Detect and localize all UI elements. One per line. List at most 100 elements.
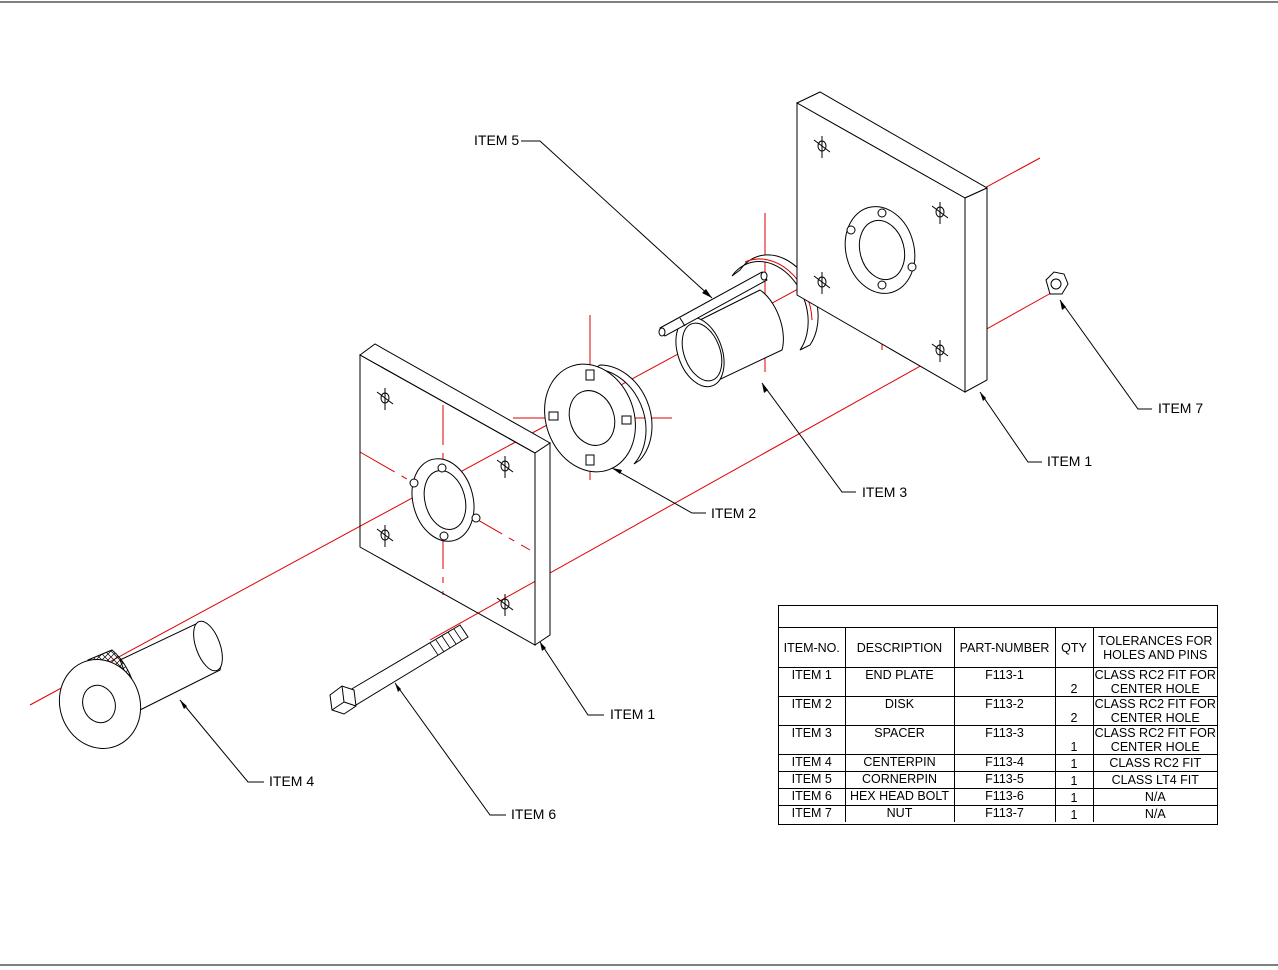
front-plate-hub-hole-4 [439, 531, 449, 541]
spacer-part [675, 254, 819, 388]
callout-item7: ITEM 7 [1158, 400, 1203, 416]
bom-title-row [779, 606, 1217, 628]
bom-header-item-no: ITEM-NO. [779, 628, 846, 668]
back-end-plate [795, 91, 989, 393]
bolt-thread [429, 628, 463, 656]
front-end-plate [359, 343, 551, 646]
disk-bore [568, 390, 616, 446]
callout-item6: ITEM 6 [511, 806, 556, 822]
bom-cell-description: HEX HEAD BOLT [844, 788, 955, 806]
callout-item1-bottom: ITEM 1 [610, 706, 655, 722]
bom-cell-part-number: F113-6 [953, 788, 1056, 806]
bom-cell-tolerance: CLASS RC2 FIT FOR CENTER HOLE [1092, 667, 1217, 697]
bom-cell-qty: 1 [1054, 771, 1094, 789]
bom-cell-description: DISK [844, 696, 955, 726]
bom-cell-part-number: F113-4 [953, 754, 1056, 772]
leader-item4 [179, 699, 264, 783]
bom-cell-qty: 2 [1054, 696, 1094, 726]
leader-item1-bottom [539, 641, 604, 716]
callout-item4: ITEM 4 [269, 773, 314, 789]
back-plate-hub-hole-1 [877, 208, 887, 218]
bom-grid: ITEM-NO. DESCRIPTION PART-NUMBER QTY TOL… [779, 628, 1217, 822]
bill-of-materials-table: ITEM-NO. DESCRIPTION PART-NUMBER QTY TOL… [778, 605, 1218, 825]
bom-header-description: DESCRIPTION [844, 628, 955, 668]
back-plate-hub-hole-2 [846, 225, 856, 235]
bom-cell-part-number: F113-5 [953, 771, 1056, 789]
leader-item7 [1059, 299, 1152, 410]
front-plate-hub-inner [423, 470, 467, 530]
disk-slot-right [621, 415, 632, 425]
hex-head-bolt [329, 624, 469, 715]
bolt-shank [349, 624, 469, 706]
leader-arrowheads [180, 289, 1066, 709]
back-plate-hub-hole-3 [907, 262, 917, 272]
bom-cell-tolerance: N/A [1092, 788, 1217, 806]
nut-part [1045, 271, 1069, 295]
front-plate-side-face [534, 442, 551, 646]
bom-header-part-number: PART-NUMBER [953, 628, 1056, 668]
front-plate-hub-hole-1 [437, 463, 447, 473]
disk-edge [592, 364, 653, 465]
bom-cell-part-number: F113-7 [953, 805, 1056, 822]
front-plate-corner-holes [376, 388, 514, 616]
bom-cell-item: ITEM 5 [779, 771, 846, 789]
bom-cell-part-number: F113-3 [953, 725, 1056, 755]
front-plate-hub-hole-3 [471, 513, 481, 523]
bom-cell-qty: 2 [1054, 667, 1094, 697]
back-plate-side-face [964, 187, 988, 393]
leader-item5 [521, 140, 713, 299]
front-plate-hub-hole-2 [409, 478, 419, 488]
bom-cell-qty: 1 [1054, 725, 1094, 755]
bom-cell-qty: 1 [1054, 805, 1094, 822]
bom-cell-item: ITEM 3 [779, 725, 846, 755]
bom-cell-part-number: F113-1 [953, 667, 1056, 697]
disk-slot-top [585, 369, 595, 381]
centerpin-head-bore [82, 684, 116, 724]
bom-cell-tolerance: N/A [1092, 805, 1217, 822]
back-plate-hub-inner [858, 219, 906, 281]
bom-header-row: ITEM-NO. DESCRIPTION PART-NUMBER QTY TOL… [779, 628, 1217, 668]
bom-cell-tolerance: CLASS RC2 FIT FOR CENTER HOLE [1092, 725, 1217, 755]
front-plate-front-face [359, 354, 536, 646]
centerpin-part [58, 620, 223, 749]
cornerpin-part [658, 271, 768, 337]
bom-cell-part-number: F113-2 [953, 696, 1056, 726]
bom-header-qty: QTY [1054, 628, 1094, 668]
bom-cell-tolerance: CLASS RC2 FIT [1092, 754, 1217, 772]
bom-cell-description: NUT [844, 805, 955, 822]
bom-cell-tolerance: CLASS LT4 FIT [1092, 771, 1217, 789]
disk-part [544, 363, 653, 473]
back-plate-hub-hole-4 [877, 280, 887, 290]
bom-cell-description: CORNERPIN [844, 771, 955, 789]
callout-item2: ITEM 2 [711, 505, 756, 521]
bom-header-tolerances: TOLERANCES FOR HOLES AND PINS [1092, 628, 1217, 668]
bom-cell-item: ITEM 1 [779, 667, 846, 697]
bom-cell-item: ITEM 4 [779, 754, 846, 772]
spacer-tube-front-inner [681, 322, 723, 382]
leader-item1-top [979, 391, 1042, 463]
leader-item3 [761, 382, 856, 493]
callout-item3: ITEM 3 [862, 484, 907, 500]
leader-lines [179, 140, 1152, 816]
centerpin-shaft-end [193, 620, 223, 672]
bom-cell-description: SPACER [844, 725, 955, 755]
bom-cell-item: ITEM 6 [779, 788, 846, 806]
back-plate-corner-holes [813, 136, 949, 362]
leader-item2 [611, 467, 706, 514]
disk-slot-left [548, 411, 559, 421]
disk-slot-bottom [585, 454, 595, 466]
bom-cell-item: ITEM 2 [779, 696, 846, 726]
bom-cell-qty: 1 [1054, 754, 1094, 772]
bom-cell-tolerance: CLASS RC2 FIT FOR CENTER HOLE [1092, 696, 1217, 726]
leader-item6 [394, 682, 506, 816]
callout-item1-top: ITEM 1 [1047, 453, 1092, 469]
bom-cell-description: END PLATE [844, 667, 955, 697]
